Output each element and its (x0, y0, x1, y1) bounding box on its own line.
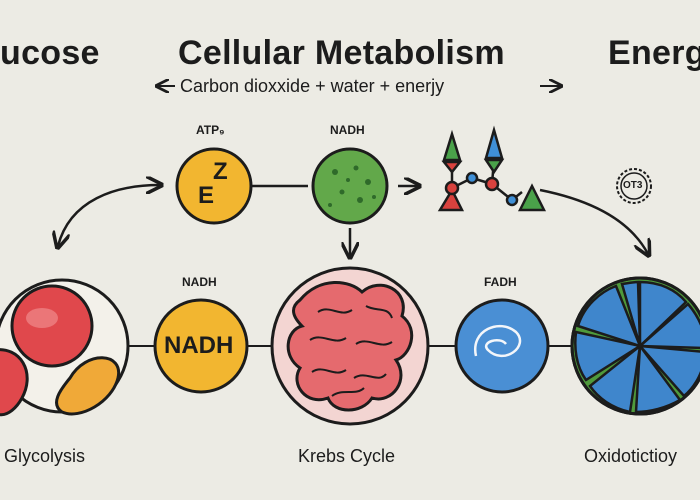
nadh-bottom-label: NADH (182, 275, 217, 289)
page-subtitle: Carbon dioxxide + water + enerjy (180, 76, 445, 96)
atp-label: ATP₉ (196, 123, 225, 137)
ots-label: OT3 (623, 180, 643, 191)
page-title: Cellular Metabolism (178, 34, 505, 72)
arrow-curve-to-mito (539, 188, 648, 254)
nadh-green-node (311, 147, 389, 225)
arrow-curve-to-enzyme (58, 185, 160, 246)
krebs-label: Krebs Cycle (298, 446, 396, 466)
nadh-inner-label: NADH (164, 332, 234, 359)
fadh-node (454, 298, 550, 394)
header-left-word: ucose (0, 34, 100, 72)
molecule-structure (437, 125, 547, 212)
enzyme-letter-top: Z (213, 158, 228, 185)
gear-icon (616, 168, 652, 204)
glycolysis-node (0, 278, 130, 417)
enzyme-letter-bottom: E (198, 182, 215, 209)
enzyme-node (175, 147, 253, 225)
header-right-word: Energ (608, 34, 700, 72)
nadh-yellow-node (153, 298, 249, 394)
glycolysis-label: Glycolysis (4, 446, 86, 466)
oxidative-label: Oxidotictioy (584, 446, 678, 466)
fadh-label: FADH (484, 275, 517, 289)
nadh-top-label: NADH (330, 123, 365, 137)
mitochondria-node (570, 276, 700, 416)
krebs-node (270, 266, 430, 426)
